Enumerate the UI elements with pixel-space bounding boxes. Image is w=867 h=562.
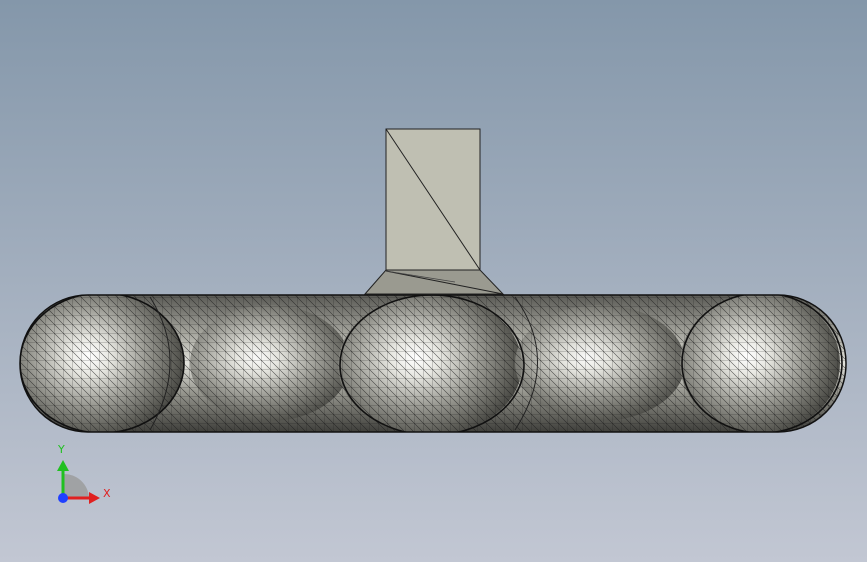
y-axis-arrow [57, 460, 69, 471]
mounting-block[interactable] [363, 128, 505, 295]
mesh-wireframe [20, 295, 846, 432]
mesh-body[interactable] [19, 290, 850, 435]
triad-y-label: Y [58, 443, 65, 456]
z-axis-dot [58, 493, 68, 503]
body-outline [19, 294, 847, 433]
triad-x-label: X [103, 487, 111, 500]
triad-rotation-arc [63, 473, 89, 498]
axis-triad[interactable] [57, 460, 100, 504]
block-diagonal-edge [385, 128, 481, 271]
x-axis-arrow [89, 492, 100, 504]
